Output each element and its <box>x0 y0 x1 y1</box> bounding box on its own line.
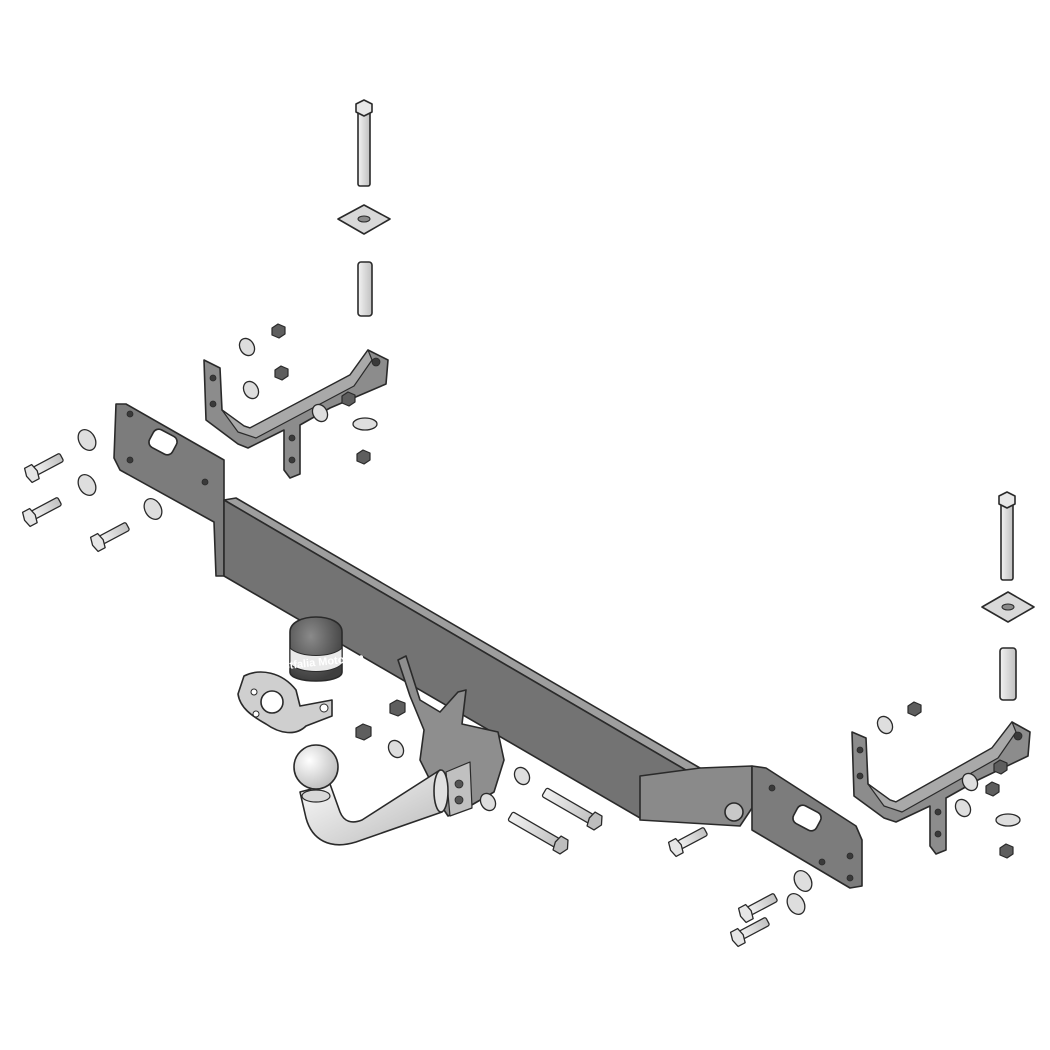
right-mounting-bracket <box>851 721 1031 855</box>
right-bracket-washers <box>876 715 1021 827</box>
center-long-bolts <box>507 787 603 855</box>
towball-cover-cap: Westfalia Motoden <box>267 616 365 682</box>
main-crossbar <box>113 403 863 889</box>
center-washers <box>387 739 531 812</box>
right-end-washers <box>786 870 813 915</box>
left-end-washers <box>77 429 163 520</box>
right-bracket-nuts <box>907 701 1014 859</box>
left-end-bolts <box>21 453 130 553</box>
left-mounting-bracket <box>203 349 389 479</box>
right-spacer-tube <box>999 647 1017 701</box>
right-end-bolts <box>729 893 778 948</box>
left-spacer-tube <box>357 261 373 317</box>
towball <box>293 744 339 803</box>
left-bracket-nuts <box>271 323 371 465</box>
crossbar-side-bolt <box>667 827 708 858</box>
left-vertical-bolt <box>355 99 373 187</box>
center-nuts <box>355 699 406 741</box>
towball-neck <box>299 769 449 846</box>
towball-mounting-bracket <box>397 655 505 817</box>
right-vertical-bolt <box>998 491 1016 581</box>
left-bracket-washers <box>238 337 378 431</box>
electrical-socket-plate <box>237 671 333 734</box>
